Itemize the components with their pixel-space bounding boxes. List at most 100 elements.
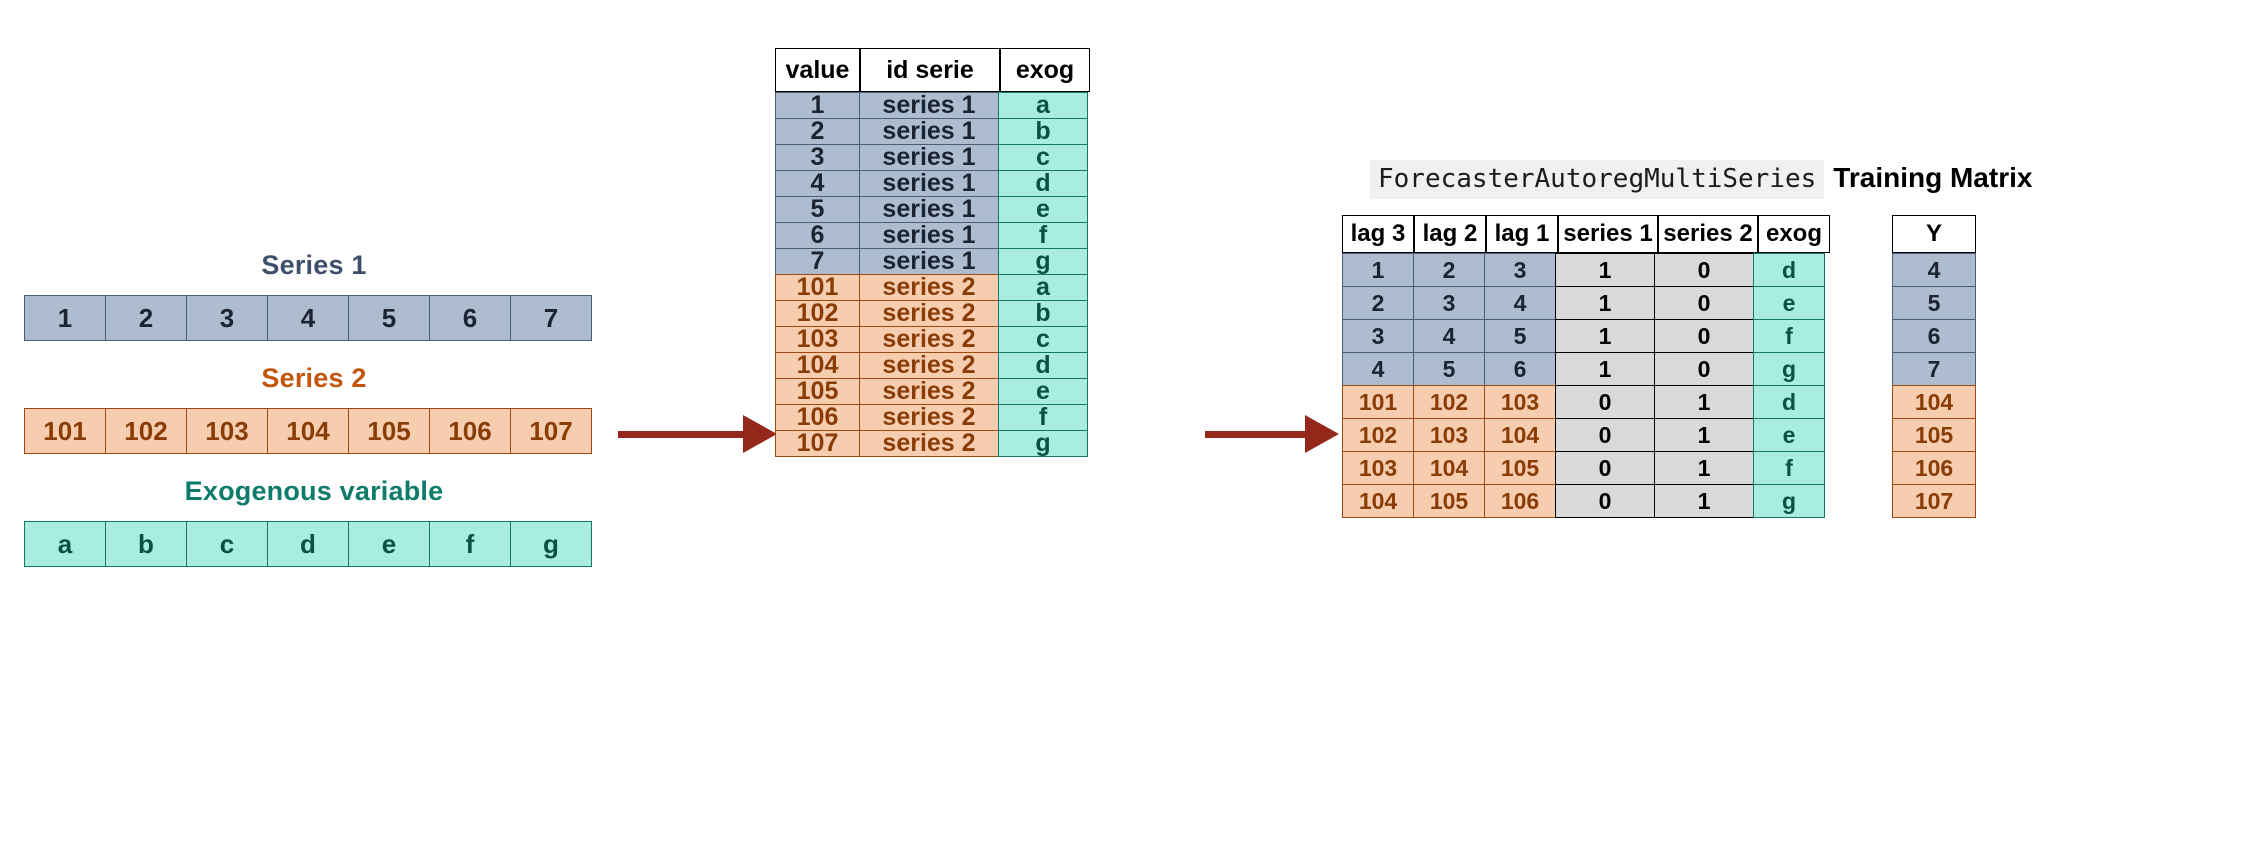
cell-lag-2: 4 [1413,319,1485,353]
cell-series-1: 0 [1555,451,1655,485]
series-1-cell: 2 [105,295,187,341]
series-1-cell: 3 [186,295,268,341]
series-1-cell: 4 [267,295,349,341]
cell-id-serie: series 2 [859,378,999,405]
exogenous-variable-cell: b [105,521,187,567]
cell-lag-3: 1 [1342,253,1414,287]
cell-series-2: 0 [1654,253,1754,287]
cell-lag-1: 3 [1484,253,1556,287]
cell-value: 106 [775,404,860,431]
long-format-table-header: value id serie exog [775,48,1090,92]
cell-value: 101 [775,274,860,301]
series-2-cell: 107 [510,408,592,454]
cell-series-2: 0 [1654,319,1754,353]
cell-exog: b [998,300,1088,327]
exogenous-variable-title: Exogenous variable [184,476,444,506]
column-header-value: value [775,48,860,92]
series-2-cell: 103 [186,408,268,454]
exogenous-variable-cell: a [24,521,106,567]
exogenous-variable-cell: f [429,521,511,567]
cell-value: 105 [775,378,860,405]
cell-value: 6 [775,222,860,249]
training-matrix-title-text: Training Matrix [1833,162,2033,193]
arrow-long-data-to-long-format [618,415,777,453]
series-1-cell: 1 [24,295,106,341]
cell-exog: g [998,430,1088,457]
cell-y-value: 104 [1892,385,1976,419]
cell-lag-2: 2 [1413,253,1485,287]
cell-exog: f [1753,451,1825,485]
cell-series-1: 0 [1555,385,1655,419]
cell-y-value: 6 [1892,319,1976,353]
cell-exog: e [998,378,1088,405]
column-header-lag-2: lag 2 [1414,215,1486,253]
column-header-id-serie: id serie [860,48,1000,92]
cell-id-serie: series 1 [859,92,999,119]
cell-exog: a [998,274,1088,301]
exogenous-variable-cell: e [348,521,430,567]
cell-exog: g [1753,484,1825,518]
cell-lag-2: 103 [1413,418,1485,452]
cell-exog: g [1753,352,1825,386]
cell-exog: g [998,248,1088,275]
cell-exog: b [998,118,1088,145]
cell-lag-2: 5 [1413,352,1485,386]
cell-id-serie: series 1 [859,144,999,171]
cell-value: 5 [775,196,860,223]
cell-exog: d [1753,385,1825,419]
cell-id-serie: series 2 [859,404,999,431]
cell-exog: e [1753,418,1825,452]
arrow-head [1305,415,1339,453]
cell-exog: f [998,222,1088,249]
column-header-exog: exog [1000,48,1090,92]
cell-value: 1 [775,92,860,119]
cell-y-value: 105 [1892,418,1976,452]
forecaster-class-name: ForecasterAutoregMultiSeries [1370,160,1825,199]
cell-series-1: 1 [1555,286,1655,320]
cell-value: 107 [775,430,860,457]
cell-value: 2 [775,118,860,145]
cell-lag-1: 103 [1484,385,1556,419]
cell-lag-1: 6 [1484,352,1556,386]
series-2-cell: 102 [105,408,187,454]
cell-series-1: 1 [1555,319,1655,353]
arrow-long-format-to-training-matrix [1205,415,1339,453]
cell-lag-3: 3 [1342,319,1414,353]
cell-value: 104 [775,352,860,379]
cell-series-1: 1 [1555,352,1655,386]
series-2-cell: 101 [24,408,106,454]
cell-exog: d [998,352,1088,379]
cell-lag-3: 2 [1342,286,1414,320]
cell-series-1: 1 [1555,253,1655,287]
cell-series-2: 1 [1654,451,1754,485]
cell-series-2: 0 [1654,286,1754,320]
cell-lag-2: 104 [1413,451,1485,485]
column-header-lag-1: lag 1 [1486,215,1558,253]
series-2-cell: 105 [348,408,430,454]
cell-id-serie: series 1 [859,196,999,223]
cell-lag-1: 106 [1484,484,1556,518]
cell-id-serie: series 1 [859,248,999,275]
column-header-exog: exog [1758,215,1830,253]
training-matrix-title: ForecasterAutoregMultiSeries Training Ma… [1370,160,2032,199]
cell-y-value: 5 [1892,286,1976,320]
cell-id-serie: series 1 [859,222,999,249]
column-header-series-2: series 2 [1658,215,1758,253]
cell-exog: f [1753,319,1825,353]
